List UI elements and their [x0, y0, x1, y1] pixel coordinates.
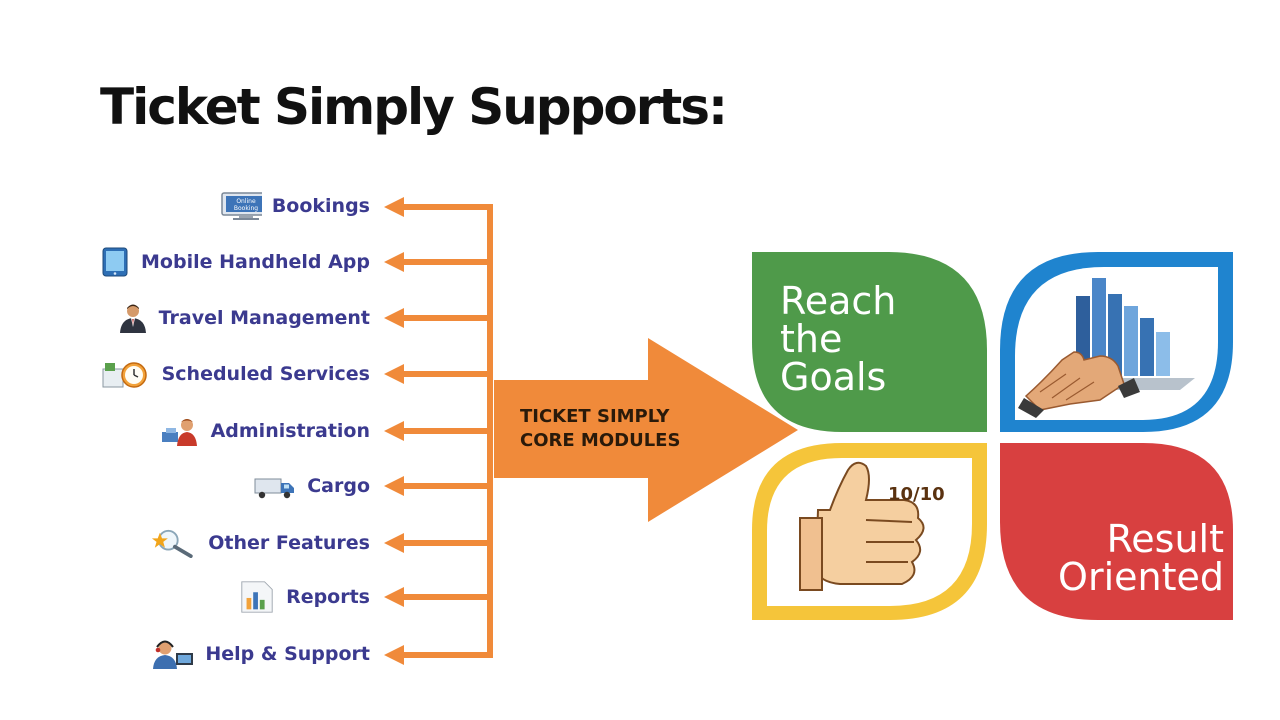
- handshake-icon: [1018, 351, 1140, 418]
- module-label: Other Features: [208, 532, 370, 554]
- svg-text:Booking: Booking: [234, 205, 258, 212]
- module-mobile-handheld-app: Mobile Handheld App: [99, 247, 370, 277]
- core-line-2: CORE MODULES: [520, 430, 681, 451]
- module-administration: Administration: [159, 416, 370, 446]
- module-label: Travel Management: [158, 307, 370, 329]
- module-label: Mobile Handheld App: [141, 251, 370, 273]
- reach-line-3: Goals: [780, 355, 887, 399]
- bar-report-icon: [241, 581, 273, 613]
- tile-reach-goals: [752, 252, 987, 432]
- core-line-1: TICKET SIMPLY: [520, 406, 670, 427]
- reach-goals-text: Reach the Goals: [780, 282, 896, 396]
- tile-rating: [752, 443, 987, 620]
- support-agent-icon: [153, 640, 194, 669]
- module-label: Help & Support: [205, 643, 370, 665]
- thumbs-up-icon: [799, 461, 925, 591]
- connector-lines: [402, 204, 493, 658]
- module-help-support: Help & Support: [149, 639, 370, 669]
- module-scheduled-services: Scheduled Services: [100, 359, 370, 389]
- tablet-icon: [102, 247, 128, 277]
- module-label: Bookings: [271, 195, 370, 217]
- slide-title: Ticket Simply Supports:: [100, 78, 728, 136]
- result-line-1: Result: [1106, 517, 1224, 561]
- admin-user-icon: [161, 419, 197, 446]
- businessman-icon: [119, 304, 146, 333]
- magnifier-star-icon: [152, 529, 193, 558]
- arrow-heads: [384, 197, 404, 665]
- module-label: Administration: [210, 420, 370, 442]
- module-reports: Reports: [238, 581, 370, 613]
- alarm-clock-icon: [102, 362, 147, 388]
- module-label: Scheduled Services: [161, 363, 370, 385]
- tile-result-oriented: [1000, 443, 1233, 620]
- module-label: Reports: [286, 586, 370, 608]
- reach-line-1: Reach: [780, 279, 897, 323]
- online-booking-monitor-icon: Online Booking: [221, 192, 262, 220]
- module-travel-management: Travel Management: [117, 303, 370, 333]
- score-label: 10/10: [888, 484, 945, 505]
- tile-partnership: [1000, 252, 1233, 432]
- module-label: Cargo: [307, 475, 370, 497]
- reach-line-2: the: [780, 317, 843, 361]
- core-modules-label: TICKET SIMPLY CORE MODULES: [520, 405, 680, 453]
- module-other-features: Other Features: [148, 528, 370, 558]
- module-bookings: Online Booking Bookings: [212, 191, 370, 221]
- core-big-arrow: [494, 338, 798, 522]
- module-cargo: Cargo: [253, 471, 370, 501]
- result-line-2: Oriented: [1058, 555, 1224, 599]
- svg-text:Online: Online: [236, 198, 256, 205]
- result-oriented-text: Result Oriented: [1058, 520, 1224, 596]
- truck-icon: [254, 478, 295, 499]
